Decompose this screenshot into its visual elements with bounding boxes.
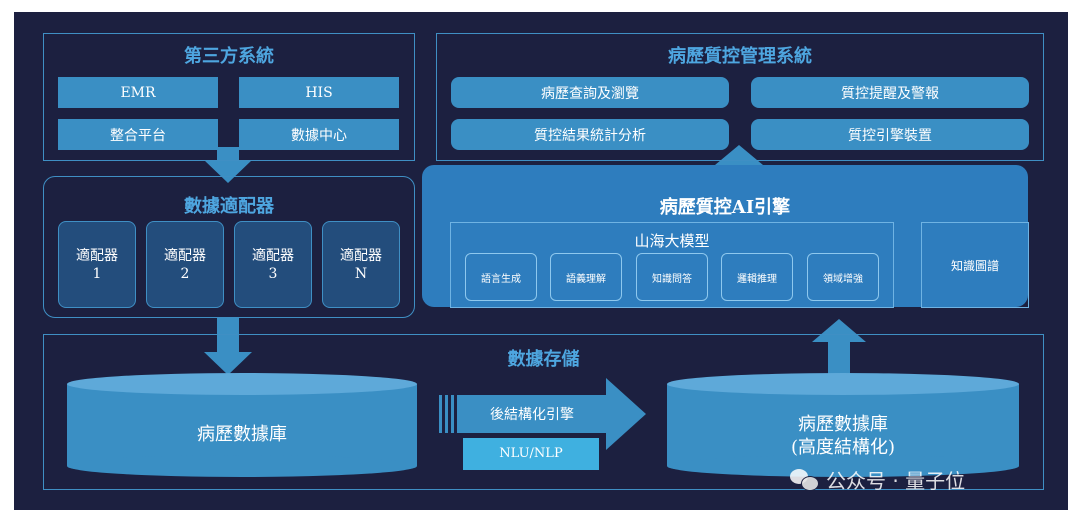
adapter-2: 適配器 2	[146, 221, 224, 308]
adapter-n-name: 適配器	[340, 247, 382, 264]
record-query-box: 病歷查詢及瀏覽	[451, 77, 729, 108]
db-cylinder-right	[667, 373, 1019, 477]
third-party-title: 第三方系統	[184, 46, 274, 67]
large-model-panel	[450, 222, 894, 308]
adapter-2-name: 適配器	[164, 247, 206, 264]
db-right-label-line2: (高度結構化)	[790, 437, 896, 458]
ai-engine-title: 病歷質控AI引擎	[659, 197, 791, 218]
adapter-n-index: N	[354, 265, 368, 282]
adapter-3: 適配器 3	[234, 221, 312, 308]
emr-box: EMR	[58, 77, 218, 108]
qc-engine-device-box: 質控引擎裝置	[751, 119, 1029, 150]
knowledge-graph-label: 知識圖譜	[950, 258, 999, 273]
his-box: HIS	[239, 77, 399, 108]
qc-statistics-box: 質控結果統計分析	[451, 119, 729, 150]
capability-domain-enhancement: 領域增強	[807, 253, 879, 301]
nlu-tag-bg	[463, 438, 599, 470]
qc-system-title: 病歷質控管理系統	[668, 46, 812, 67]
storage-panel	[43, 334, 1044, 490]
adapters-panel	[43, 176, 415, 318]
large-model-title: 山海大模型	[634, 232, 710, 250]
db-cylinder-left	[67, 373, 417, 477]
post-structuring-label: 後結構化引擎	[490, 407, 574, 423]
data-center-box: 數據中心	[239, 119, 399, 150]
integration-platform-box: 整合平台	[58, 119, 218, 150]
knowledge-graph-box: 知識圖譜	[921, 222, 1029, 308]
adapters-title: 數據適配器	[184, 196, 274, 217]
arrow-down-1	[204, 147, 252, 183]
db-right-label-line1: 病歷數據庫	[798, 414, 888, 435]
adapter-1-name: 適配器	[76, 247, 118, 264]
adapter-1-index: 1	[92, 265, 102, 282]
adapter-1: 適配器 1	[58, 221, 136, 308]
watermark-text: 公众号 · 量子位	[826, 469, 966, 493]
qc-alert-box: 質控提醒及警報	[751, 77, 1029, 108]
capability-language-generation: 語言生成	[465, 253, 537, 301]
qc-system-panel	[436, 33, 1044, 161]
capability-semantic-understanding: 語義理解	[550, 253, 622, 301]
adapter-3-name: 適配器	[252, 247, 294, 264]
adapter-3-index: 3	[268, 265, 278, 282]
wechat-icon	[790, 468, 820, 491]
post-structuring-arrow	[439, 378, 646, 450]
capability-logical-reasoning: 邏輯推理	[721, 253, 793, 301]
arrow-down-2	[204, 318, 252, 375]
third-party-panel	[43, 33, 415, 161]
watermark: 公众号 · 量子位	[790, 465, 965, 494]
adapter-n: 適配器 N	[322, 221, 400, 308]
nlu-nlp-label: NLU/NLP	[499, 446, 563, 461]
db-left-label: 病歷數據庫	[197, 424, 287, 445]
capability-knowledge-qa: 知識問答	[636, 253, 708, 301]
arrow-up-2	[812, 319, 866, 376]
storage-title: 數據存儲	[507, 349, 580, 370]
adapter-2-index: 2	[180, 265, 190, 282]
